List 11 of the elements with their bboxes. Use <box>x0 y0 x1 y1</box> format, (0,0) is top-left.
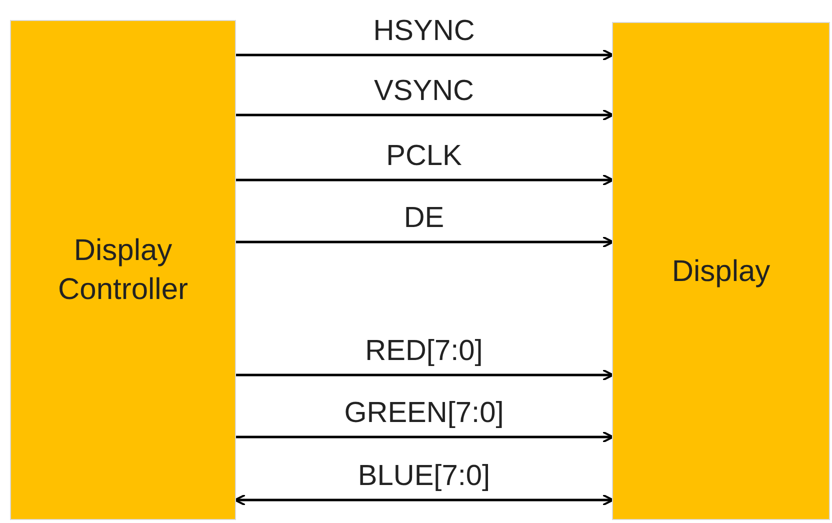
arrow <box>236 109 614 121</box>
arrow <box>236 431 614 443</box>
arrow <box>236 174 614 186</box>
arrow <box>236 236 614 248</box>
arrow <box>236 49 614 61</box>
arrow <box>236 369 614 381</box>
block-label: Display Controller <box>56 233 190 308</box>
block-box <box>10 20 236 520</box>
block-label: Display <box>672 254 770 290</box>
block-box <box>612 22 830 520</box>
arrow <box>234 494 614 506</box>
